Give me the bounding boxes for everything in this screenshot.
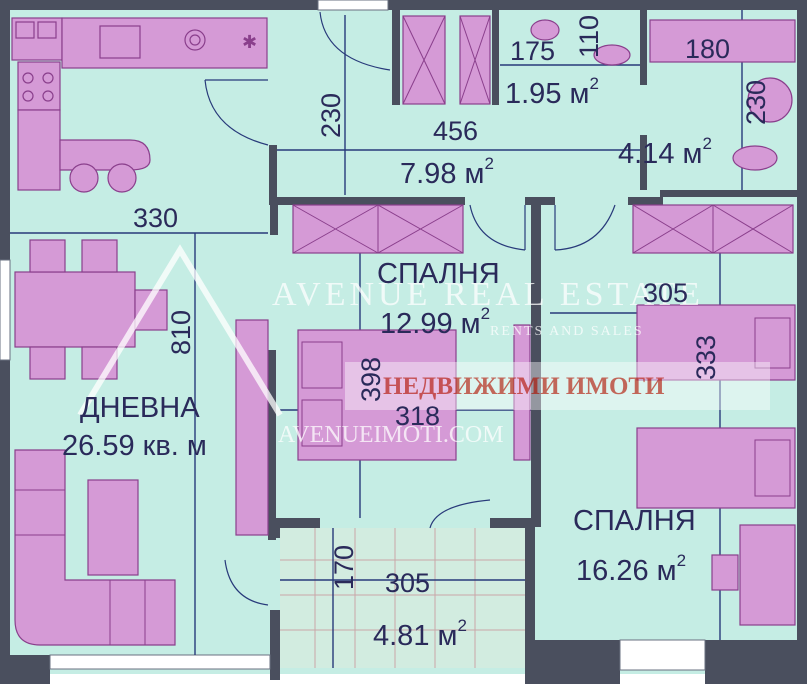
bedroom2-area: 16.26 м2 <box>576 551 686 587</box>
bedroom1-wardrobe-cross <box>292 204 464 447</box>
bedroom2-details <box>632 204 794 497</box>
watermark-banner <box>345 362 770 410</box>
dim-230-hall: 230 <box>316 93 346 138</box>
watermark-logo <box>77 244 283 417</box>
dim-170: 170 <box>329 545 359 590</box>
kitchen-details <box>15 21 206 102</box>
bath-area: 4.14 м2 <box>618 134 712 170</box>
dishwasher-icon: ✱ <box>242 32 257 53</box>
windows <box>0 0 706 671</box>
dim-810: 810 <box>166 310 196 355</box>
dim-230-bath: 230 <box>741 80 771 125</box>
sofa-cushions <box>15 489 146 645</box>
watermark: AVENUE REAL ESTATE RENTS AND SALES НЕДВИ… <box>77 244 770 448</box>
dim-398: 398 <box>356 357 386 402</box>
door-swings <box>204 11 616 606</box>
bedroom1-name: СПАЛНЯ <box>377 258 500 290</box>
wc-area: 1.95 м2 <box>505 74 599 110</box>
watermark-slogan: НЕДВИЖИМИ ИМОТИ <box>383 373 665 400</box>
balcony-floor <box>280 528 525 668</box>
bedroom2-name: СПАЛНЯ <box>573 505 696 537</box>
dim-456: 456 <box>433 116 478 146</box>
living-room-area: 26.59 кв. м <box>62 430 207 462</box>
hall-area: 7.98 м2 <box>400 154 494 190</box>
watermark-brand: AVENUE REAL ESTATE <box>272 276 704 313</box>
dim-175: 175 <box>510 36 555 66</box>
dim-305-bedroom2: 305 <box>643 278 688 308</box>
watermark-site: AVENUEIMOTI.COM <box>278 422 504 448</box>
dim-305-balcony: 305 <box>385 568 430 598</box>
balcony-tiles <box>280 528 525 668</box>
kitchen-furniture <box>11 17 268 193</box>
watermark-tagline: RENTS AND SALES <box>490 324 644 339</box>
dim-180: 180 <box>685 34 730 64</box>
wardrobe-cross <box>402 15 491 105</box>
dim-333: 333 <box>691 335 721 380</box>
dim-330: 330 <box>133 203 178 233</box>
bedroom1-area: 12.99 м2 <box>380 304 490 340</box>
balcony-area: 4.81 м2 <box>373 616 467 652</box>
living-room-name: ДНЕВНА <box>80 392 200 424</box>
dim-110: 110 <box>574 15 604 58</box>
dim-318: 318 <box>395 401 440 431</box>
bathroom-fixtures <box>530 19 796 171</box>
bedroom1-furniture <box>292 204 531 461</box>
